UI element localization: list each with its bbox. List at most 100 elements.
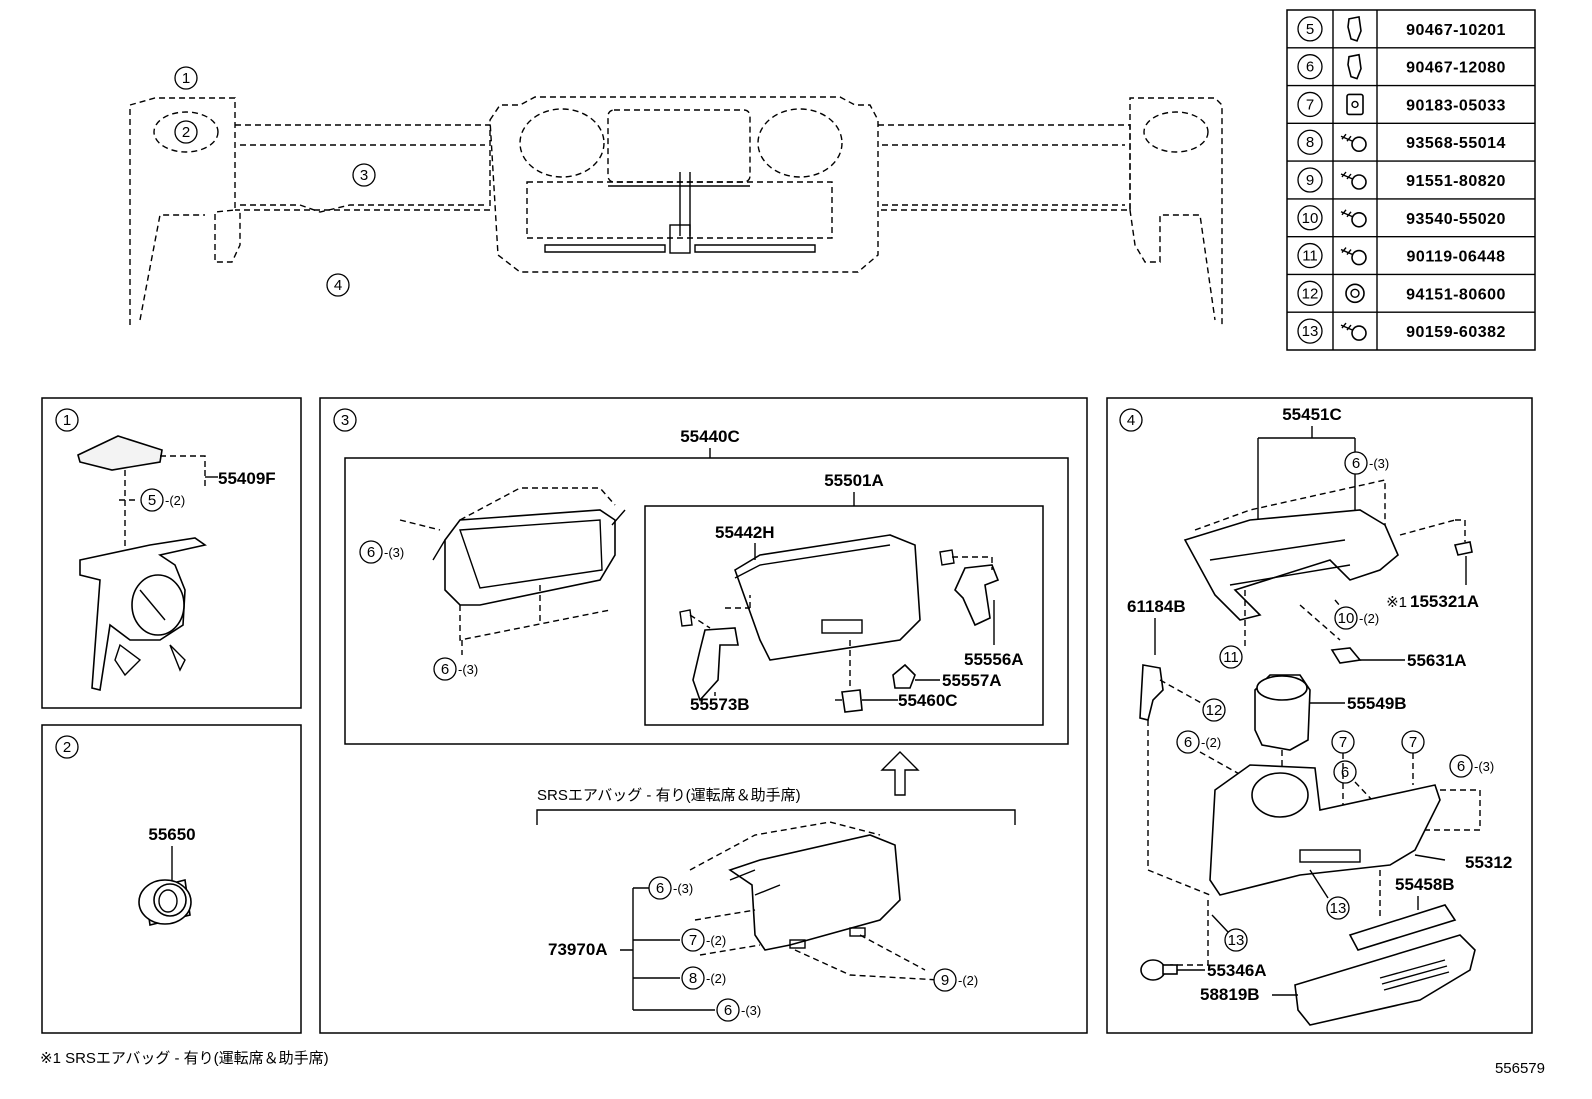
glove-box-housing-part bbox=[432, 509, 626, 606]
clip-icon bbox=[1347, 15, 1362, 42]
glove-box-door-58819B-part bbox=[1294, 934, 1476, 1026]
panel-1-cap-part bbox=[77, 435, 163, 471]
part-55650: 55650 bbox=[148, 825, 195, 844]
hinge-right-part bbox=[954, 564, 1000, 627]
svg-text:-(2): -(2) bbox=[165, 493, 185, 508]
svg-text:-(2): -(2) bbox=[1359, 611, 1379, 626]
table-ref-circle bbox=[1297, 167, 1323, 193]
panel-1-ref: 1 bbox=[63, 412, 71, 429]
table-part-number: 93540-55020 bbox=[1406, 211, 1506, 228]
overview-callout-3: 3 bbox=[352, 163, 376, 187]
svg-text:12: 12 bbox=[1206, 702, 1223, 719]
table-ref: 12 bbox=[1302, 285, 1319, 302]
lower-finish-panel-part bbox=[1209, 764, 1441, 896]
table-ref: 6 bbox=[1306, 59, 1314, 76]
panel-2: 2 55650 bbox=[41, 724, 302, 1034]
svg-text:3: 3 bbox=[360, 167, 368, 184]
part-55440C: 55440C bbox=[680, 427, 740, 446]
part-55557A: 55557A bbox=[942, 671, 1002, 690]
hinge-left-part bbox=[692, 627, 739, 702]
part-55451C: 55451C bbox=[1282, 405, 1342, 424]
table-part-number: 90467-10201 bbox=[1406, 22, 1506, 39]
svg-text:4: 4 bbox=[334, 277, 342, 294]
bolt-icon bbox=[1340, 171, 1367, 190]
overview-callout-1: 1 bbox=[174, 66, 198, 90]
svg-text:5: 5 bbox=[148, 492, 156, 509]
table-part-number: 90467-12080 bbox=[1406, 60, 1506, 77]
cup-holder-part bbox=[1254, 674, 1311, 751]
svg-text:-(3): -(3) bbox=[384, 545, 404, 560]
svg-text:7: 7 bbox=[1409, 734, 1417, 751]
table-ref-circle bbox=[1297, 318, 1323, 344]
part-73970A: 73970A bbox=[548, 940, 608, 959]
part-61184B: 61184B bbox=[1127, 597, 1186, 616]
nut-icon bbox=[1345, 283, 1365, 304]
svg-text:7: 7 bbox=[689, 932, 697, 949]
vent-louver-part bbox=[138, 879, 192, 926]
svg-text:6: 6 bbox=[367, 544, 375, 561]
svg-text:※1: ※1 bbox=[1386, 594, 1407, 611]
svg-text:11: 11 bbox=[1223, 649, 1239, 666]
panel-4: 4 55451C 6 -(3) 155321A ※1 10 -(2) 55631… bbox=[1106, 397, 1533, 1034]
airbag-glove-box-part bbox=[728, 834, 901, 951]
part-55549B: 55549B bbox=[1347, 694, 1407, 713]
part-55460C: 55460C bbox=[898, 691, 958, 710]
table-ref-circle bbox=[1297, 242, 1323, 269]
svg-text:7: 7 bbox=[1339, 734, 1347, 751]
table-ref: 5 bbox=[1306, 21, 1314, 38]
svg-text:6: 6 bbox=[656, 880, 664, 897]
svg-text:-(3): -(3) bbox=[458, 662, 478, 677]
panel-3-ref: 3 bbox=[341, 412, 349, 429]
part-55501A: 55501A bbox=[824, 471, 884, 490]
srs-condition-label: SRSエアバッグ - 有り(運転席＆助手席) bbox=[537, 787, 801, 804]
part-55573B: 55573B bbox=[690, 695, 750, 714]
panel-1: 1 55409F 5 -(2) bbox=[41, 397, 302, 709]
svg-text:-(3): -(3) bbox=[673, 881, 693, 896]
table-ref: 13 bbox=[1302, 323, 1319, 340]
clip-55346A-part bbox=[1140, 959, 1178, 981]
screw-icon bbox=[1340, 322, 1367, 341]
part-55442H: 55442H bbox=[715, 523, 775, 542]
svg-text:8: 8 bbox=[689, 970, 697, 987]
svg-text:6: 6 bbox=[724, 1002, 732, 1019]
svg-text:6: 6 bbox=[1184, 734, 1192, 751]
table-ref-circle bbox=[1297, 16, 1323, 42]
table-part-number: 90183-05033 bbox=[1406, 97, 1506, 114]
clip-icon bbox=[1347, 53, 1362, 80]
svg-text:10: 10 bbox=[1338, 610, 1355, 627]
table-part-number: 90119-06448 bbox=[1407, 249, 1506, 266]
panel-3: 3 55440C 6 -(3) 6 -(3) 55501A 55442H bbox=[319, 397, 1088, 1034]
instrument-panel-overview: 1 2 3 4 bbox=[129, 66, 1223, 325]
up-arrow-icon bbox=[880, 751, 920, 796]
screw-icon bbox=[1340, 133, 1367, 153]
table-ref-circle bbox=[1297, 91, 1323, 118]
table-ref: 11 bbox=[1302, 248, 1318, 265]
svg-text:-(3): -(3) bbox=[1369, 456, 1389, 471]
panel-4-ref: 4 bbox=[1127, 412, 1135, 429]
part-58819B: 58819B bbox=[1200, 985, 1260, 1004]
table-ref-circle bbox=[1297, 129, 1323, 155]
table-part-number: 90159-60382 bbox=[1406, 324, 1506, 341]
screw-icon bbox=[1340, 209, 1367, 228]
table-part-number: 93568-55014 bbox=[1406, 135, 1506, 152]
panel-2-ref: 2 bbox=[63, 739, 71, 756]
svg-text:6: 6 bbox=[1352, 455, 1360, 472]
table-part-number: 91551-80820 bbox=[1406, 173, 1506, 190]
svg-text:6: 6 bbox=[441, 661, 449, 678]
glove-box-door-part bbox=[734, 534, 921, 661]
part-55312: 55312 bbox=[1465, 853, 1512, 872]
overview-callout-4: 4 bbox=[326, 273, 350, 297]
table-ref: 10 bbox=[1302, 210, 1319, 227]
svg-text:13: 13 bbox=[1330, 900, 1347, 917]
trim-strip-part bbox=[1348, 904, 1457, 951]
svg-text:-(2): -(2) bbox=[706, 933, 726, 948]
drawing-number: 556579 bbox=[1495, 1060, 1545, 1077]
svg-text:13: 13 bbox=[1228, 932, 1245, 949]
table-ref: 7 bbox=[1306, 96, 1314, 113]
part-155321A: 155321A bbox=[1410, 592, 1479, 611]
part-55346A: 55346A bbox=[1207, 961, 1267, 980]
svg-text:2: 2 bbox=[182, 124, 190, 141]
part-55409F: 55409F bbox=[218, 469, 276, 488]
